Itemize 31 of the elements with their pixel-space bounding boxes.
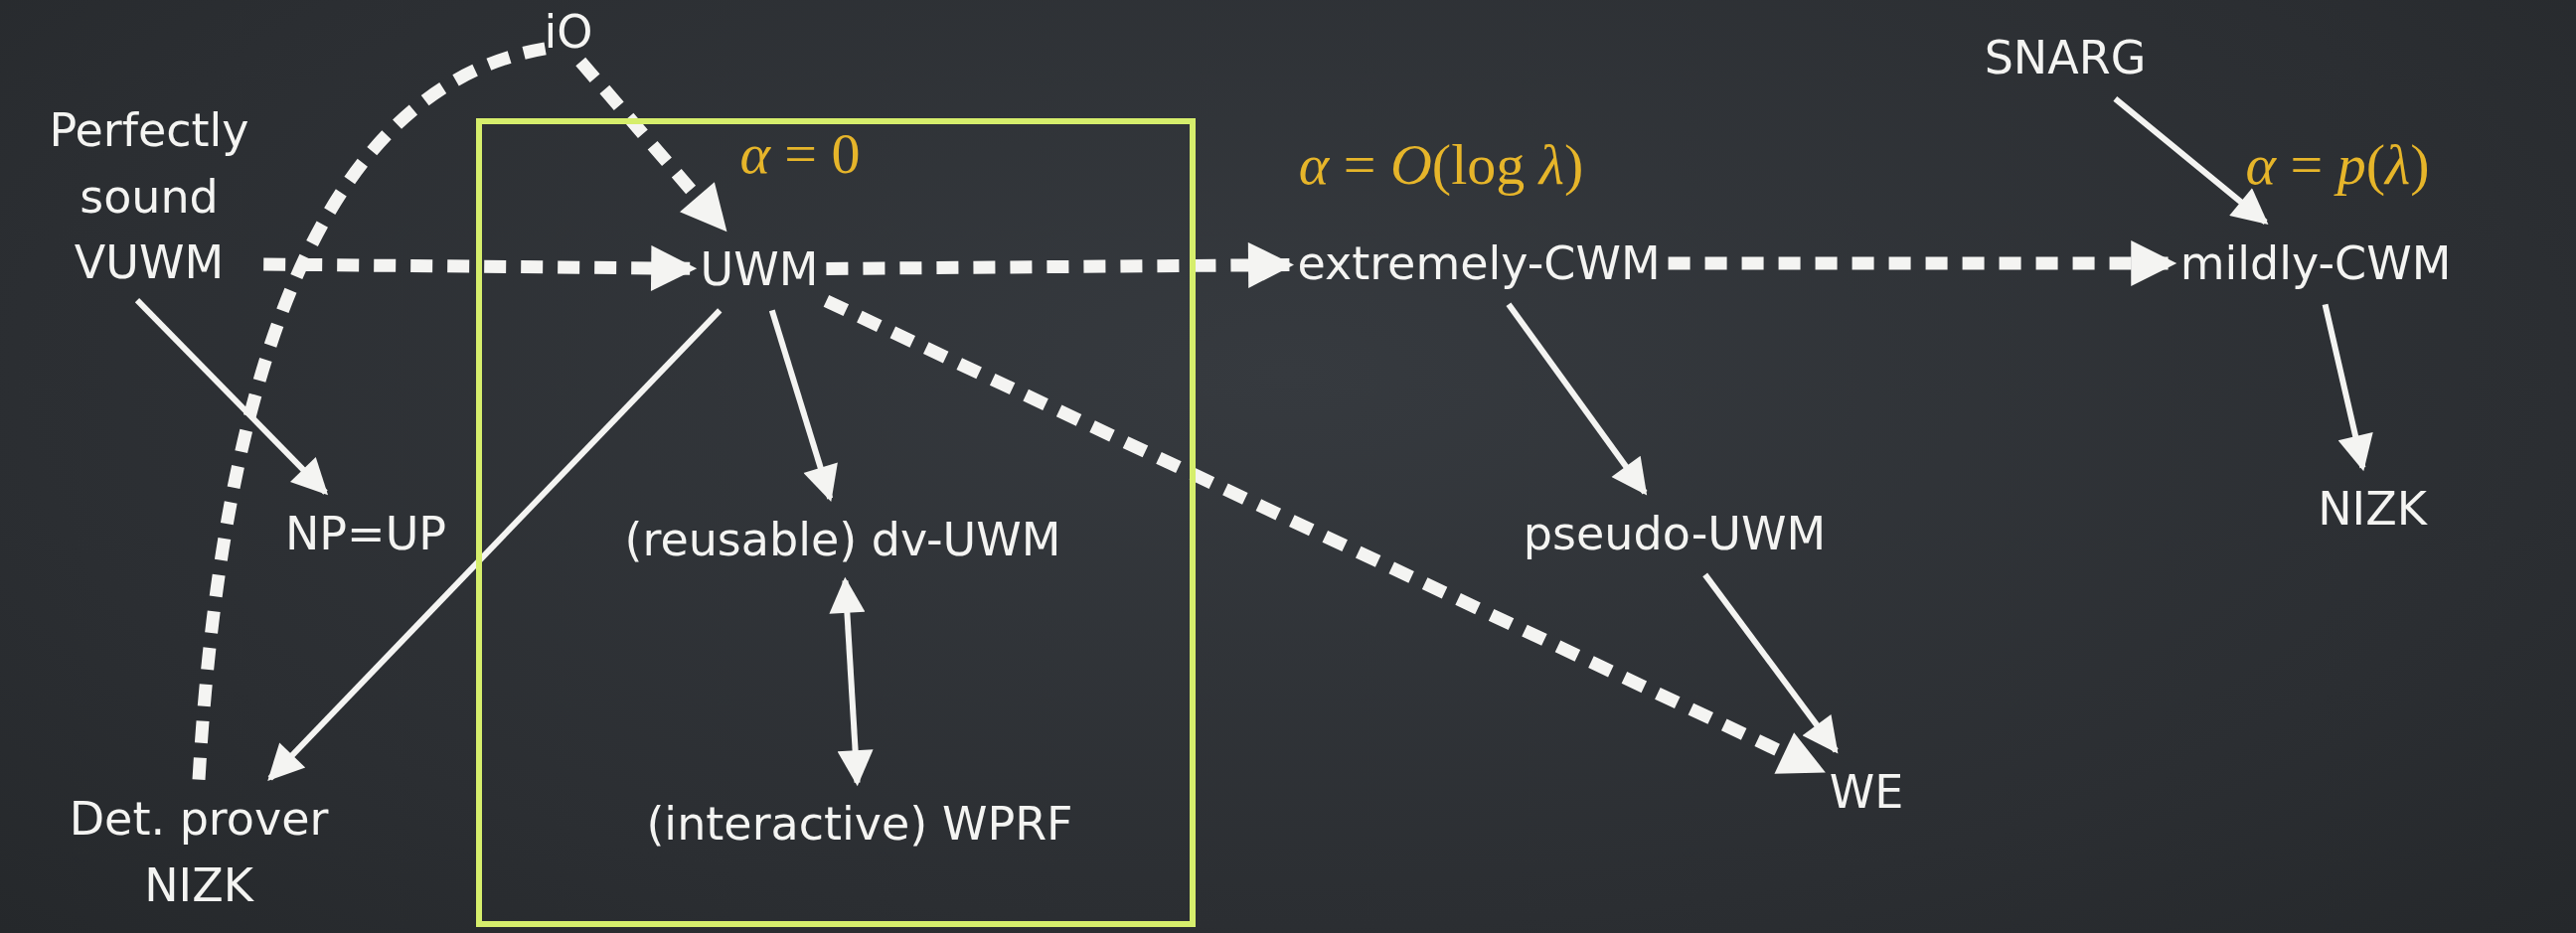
arrow (1702, 572, 1839, 754)
concept-label: Perfectly sound VUWM (30, 96, 268, 297)
dotted-arrow (575, 57, 729, 233)
concept-label: NP=UP (284, 500, 447, 567)
dotted-arrow (1668, 240, 2177, 286)
concept-label: SNARG (1984, 24, 2147, 91)
arrow (134, 297, 329, 496)
alpha-annotation: α = 0 (739, 119, 861, 187)
concept-label: WE (1829, 758, 1904, 826)
dotted-arrow (823, 294, 1826, 777)
concept-label: NIZK (2318, 475, 2427, 543)
alpha-annotation: α = O(log λ) (1298, 130, 1584, 198)
dotted-arrow (826, 241, 1294, 288)
concept-label: extremely-CWM (1297, 230, 1661, 297)
highlight-frame (476, 118, 1196, 927)
concept-label: UWM (700, 235, 819, 303)
arrow (2113, 96, 2269, 225)
dotted-curve (192, 42, 549, 781)
arrow (2322, 303, 2373, 472)
dotted-arrow (263, 244, 698, 291)
concept-label: pseudo-UWM (1523, 500, 1827, 567)
concept-label: iO (544, 0, 593, 66)
arrow (267, 308, 723, 781)
arrow (1506, 302, 1648, 496)
alpha-annotation: α = p(λ) (2245, 130, 2430, 198)
arrow (768, 309, 838, 503)
concept-label: Det. prover NIZK (25, 786, 373, 919)
concept-label: mildly-CWM (2179, 230, 2452, 297)
concept-label: (reusable) dv-UWM (624, 506, 1061, 573)
concept-label: (interactive) WPRF (646, 790, 1073, 857)
double-arrow (829, 576, 874, 787)
